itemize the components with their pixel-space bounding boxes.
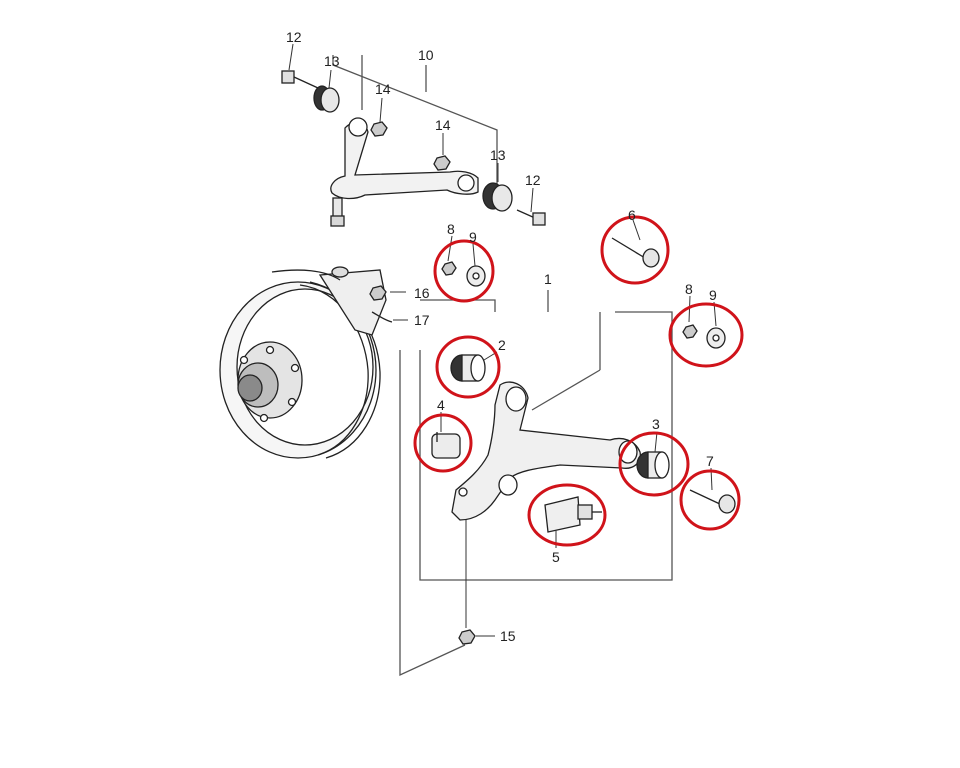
highlight-bolt-rear bbox=[679, 469, 741, 531]
callout-12-left: 12 bbox=[286, 29, 302, 45]
callout-2: 2 bbox=[498, 337, 506, 353]
callout-8-front: 8 bbox=[447, 221, 455, 237]
callout-9-front: 9 bbox=[469, 229, 477, 245]
nut-rear bbox=[682, 324, 698, 339]
highlight-nut-washer-front bbox=[433, 239, 495, 303]
callout-9-rear: 9 bbox=[709, 287, 717, 303]
highlight-nut-washer-rear bbox=[668, 302, 744, 368]
ball-joint-lower bbox=[544, 496, 602, 533]
callout-15: 15 bbox=[500, 628, 516, 644]
highlight-ball-joint bbox=[527, 483, 607, 547]
highlight-bump-stop bbox=[413, 413, 473, 473]
callout-13-right: 13 bbox=[490, 147, 506, 163]
upper-bolt-right bbox=[516, 209, 546, 226]
nut-front bbox=[441, 261, 457, 276]
bump-stop bbox=[431, 432, 461, 459]
assembly-brackets bbox=[332, 55, 673, 677]
highlight-bushing-front bbox=[435, 335, 501, 399]
upper-bushing-right bbox=[482, 182, 513, 212]
callout-14-left: 14 bbox=[375, 81, 391, 97]
callout-16: 16 bbox=[414, 285, 430, 301]
callout-8-rear: 8 bbox=[685, 281, 693, 297]
callout-labels: 12 13 10 14 14 13 12 6 8 9 1 16 8 9 17 2… bbox=[286, 29, 717, 644]
callout-5: 5 bbox=[552, 549, 560, 565]
bolt-rear bbox=[689, 489, 736, 514]
bolt-front bbox=[611, 237, 660, 268]
callout-3: 3 bbox=[652, 416, 660, 432]
lower-control-arm bbox=[451, 381, 641, 521]
knuckle-nut bbox=[369, 285, 387, 301]
lower-bushing-rear bbox=[636, 451, 670, 479]
upper-bushing-left bbox=[313, 85, 340, 113]
upper-control-arm bbox=[330, 117, 479, 227]
washer-front bbox=[466, 265, 486, 287]
callout-14-right: 14 bbox=[435, 117, 451, 133]
lower-bushing-front bbox=[450, 354, 486, 382]
lower-nut-15 bbox=[458, 520, 476, 645]
callout-4: 4 bbox=[437, 397, 445, 413]
brake-disc-hub bbox=[219, 266, 387, 459]
upper-bolt-left bbox=[281, 70, 319, 89]
cotter-pin bbox=[371, 311, 393, 323]
highlight-bushing-rear bbox=[618, 431, 690, 497]
callout-12-right: 12 bbox=[525, 172, 541, 188]
callout-13-left: 13 bbox=[324, 53, 340, 69]
upper-nut-left bbox=[370, 121, 388, 137]
upper-nut-right bbox=[433, 155, 451, 171]
highlight-circles bbox=[413, 215, 744, 547]
callout-7: 7 bbox=[706, 453, 714, 469]
callout-6: 6 bbox=[628, 207, 636, 223]
callout-10: 10 bbox=[418, 47, 434, 63]
washer-rear bbox=[706, 327, 726, 349]
callout-17: 17 bbox=[414, 312, 430, 328]
callout-1: 1 bbox=[544, 271, 552, 287]
highlight-bolt-front bbox=[600, 215, 670, 285]
